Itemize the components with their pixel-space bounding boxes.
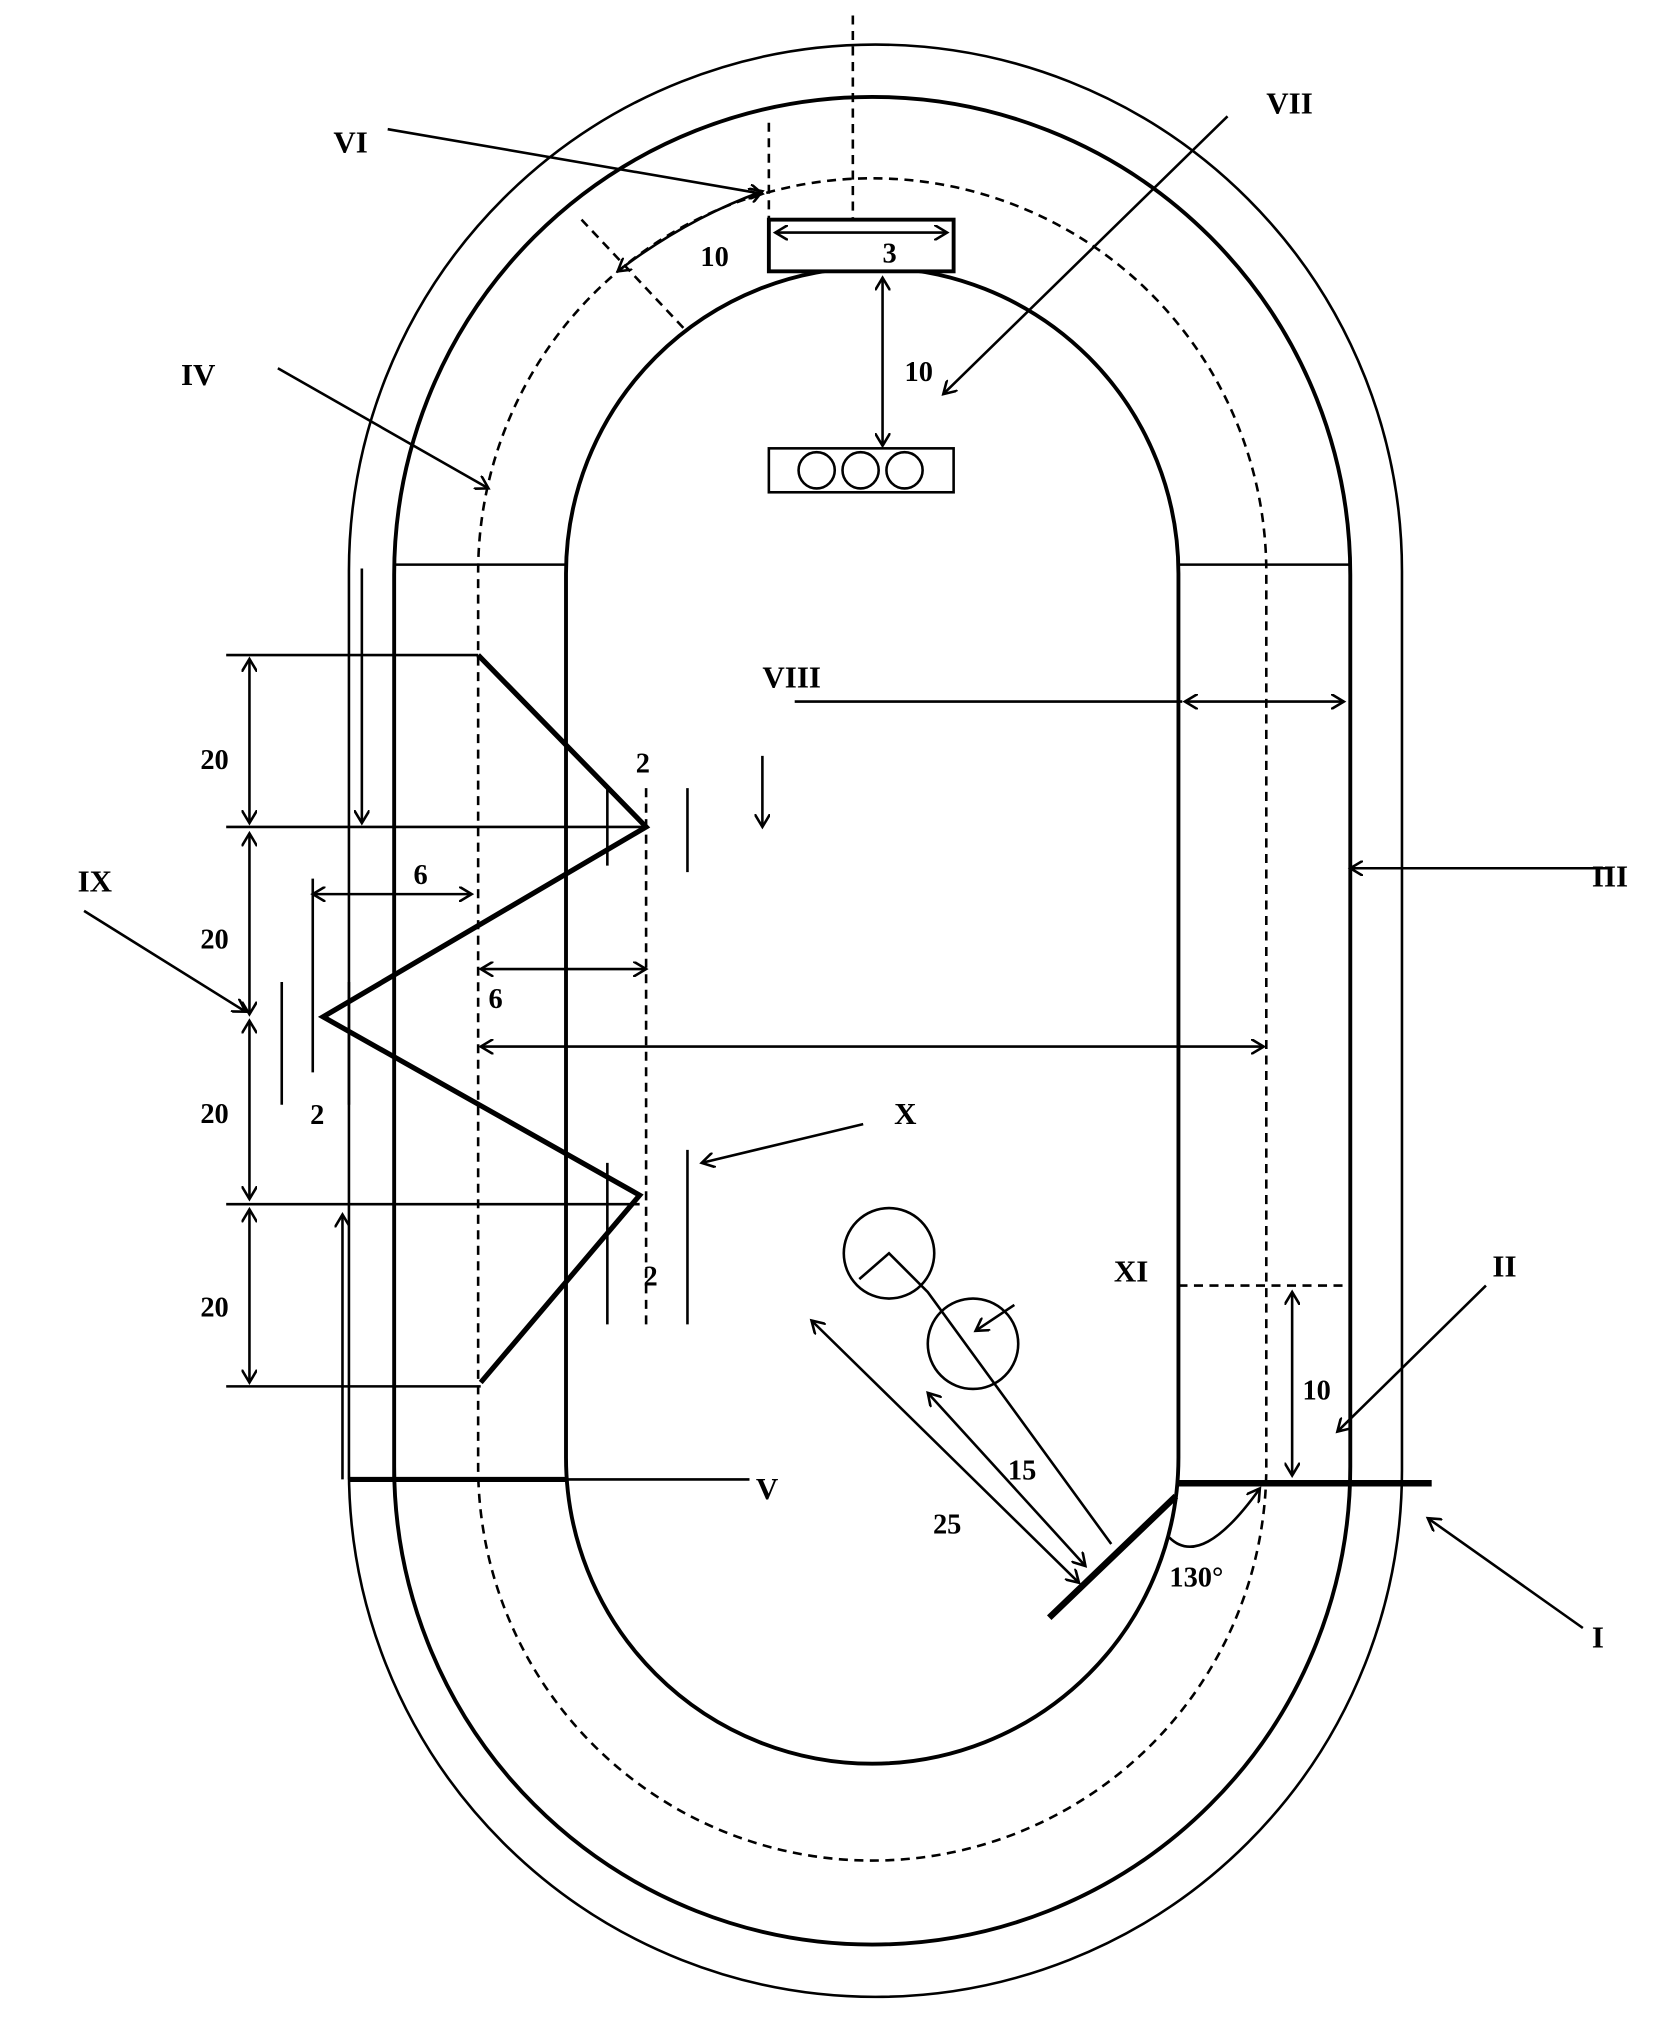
inner-track-edge	[564, 265, 1181, 1766]
leader-X	[702, 1122, 864, 1163]
label-IV: IV	[181, 357, 216, 392]
dim-25: 25	[933, 1510, 961, 1541]
dim-angle: 130°	[1169, 1563, 1223, 1594]
dim	[928, 1393, 1086, 1566]
light-icon	[841, 450, 880, 490]
dim-offset: 6	[414, 860, 428, 891]
outer-track-edge	[347, 43, 1404, 1999]
label-III: III	[1592, 858, 1628, 893]
label-IX: IX	[78, 864, 113, 899]
label-VIII: VIII	[762, 659, 821, 694]
dashed-lane-line	[476, 177, 1268, 1862]
circle-marker	[842, 1206, 936, 1300]
label-X: X	[894, 1096, 917, 1131]
dim-gap: 2	[636, 749, 650, 780]
label-V: V	[756, 1471, 779, 1506]
dim-gap: 2	[644, 1262, 658, 1293]
dim-step: 20	[200, 1099, 228, 1130]
lights-box	[767, 447, 955, 494]
dim-step: 20	[200, 924, 228, 955]
dim-box-to-lights: 10	[905, 357, 933, 388]
arrow	[976, 1303, 1016, 1331]
label-XI: XI	[1114, 1254, 1148, 1289]
label-VI: VI	[333, 124, 367, 159]
angled-board	[1046, 1493, 1179, 1620]
dim-offset: 6	[488, 984, 502, 1015]
dim-step: 20	[200, 1293, 228, 1324]
leader-II	[1337, 1284, 1487, 1432]
label-I: I	[1592, 1619, 1604, 1654]
dim	[618, 191, 763, 271]
second-track-edge	[392, 95, 1353, 1947]
light-icon	[885, 450, 924, 490]
label-II: II	[1492, 1249, 1516, 1284]
dim-gap: 2	[310, 1100, 324, 1131]
guide	[580, 218, 686, 331]
dim	[811, 1320, 1078, 1582]
dim-top-gap: 10	[700, 242, 728, 273]
leader-VII	[943, 115, 1229, 394]
top-box	[766, 217, 956, 274]
leader-I	[1428, 1518, 1584, 1630]
dim-15: 15	[1008, 1455, 1036, 1486]
label-VII: VII	[1266, 86, 1313, 121]
leader-IX	[83, 909, 246, 1012]
leader-VI	[387, 127, 763, 194]
dim-box-width: 3	[883, 238, 897, 269]
dim-finish: 10	[1302, 1375, 1330, 1406]
light-icon	[797, 450, 837, 490]
leader-IV	[277, 367, 489, 488]
angle-arc	[1168, 1488, 1259, 1548]
dim-step: 20	[200, 745, 228, 776]
zigzag-path	[317, 653, 651, 1385]
